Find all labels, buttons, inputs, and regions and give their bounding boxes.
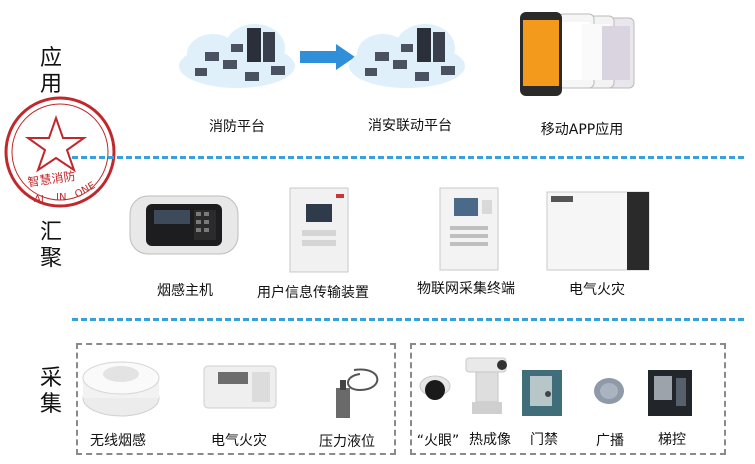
collect-caption-broadcast: 广播 [596, 433, 624, 449]
collection-group-right [410, 343, 726, 455]
iot-terminal-icon [439, 187, 499, 271]
layer-label-collection: 采集 [39, 366, 62, 417]
seal-text-one: ONE [73, 180, 97, 200]
layer-label-aggregation: 汇聚 [39, 220, 62, 271]
layer-label-application: 应用 [39, 46, 62, 97]
seal-stamp: 智慧消防 AI IN ONE [4, 96, 116, 208]
fire-platform-cloud-icon [179, 24, 295, 88]
mobile-phones-icon [520, 12, 635, 96]
broadcast-speaker-icon [594, 378, 624, 404]
seal-text-ai: AI [34, 194, 44, 205]
collection-group-left [76, 343, 396, 455]
seal-text-in: IN [56, 192, 66, 203]
collect-caption-fire-eye: “火眼” [416, 433, 460, 449]
thermal-camera-icon [465, 357, 507, 414]
dome-camera-icon [419, 375, 451, 400]
arrow-right-icon [300, 44, 355, 70]
collect-caption-electrical-fire: 电气火灾 [211, 433, 267, 449]
electrical-fire-device-icon [546, 191, 650, 271]
agg-caption-user-info-device: 用户信息传输装置 [257, 285, 369, 301]
smoke-host-icon [129, 195, 239, 255]
collect-caption-wireless-smoke: 无线烟感 [90, 433, 146, 449]
collect-caption-thermal: 热成像 [469, 432, 511, 448]
user-info-device-icon [289, 187, 349, 273]
collect-caption-access: 门禁 [530, 432, 558, 448]
layer-divider-top [72, 156, 744, 159]
agg-caption-electrical-fire: 电气火灾 [569, 282, 625, 298]
elevator-control-icon [648, 370, 692, 416]
seal-text-main: 智慧消防 [27, 168, 77, 190]
access-control-icon [522, 370, 562, 416]
app-caption-mobile-app: 移动APP应用 [540, 122, 624, 138]
pressure-level-sensor-icon [336, 368, 379, 418]
layer-divider-bottom [72, 318, 744, 321]
linkage-platform-cloud-icon [349, 24, 465, 88]
electrical-fire-sensor-icon [203, 365, 277, 409]
agg-caption-iot-terminal: 物联网采集终端 [417, 281, 515, 297]
wireless-smoke-detector-icon [82, 361, 160, 417]
app-caption-linkage-platform: 消安联动平台 [368, 118, 452, 134]
app-caption-fire-platform: 消防平台 [209, 119, 265, 135]
agg-caption-smoke-host: 烟感主机 [157, 283, 213, 299]
collect-caption-pressure-level: 压力液位 [319, 434, 375, 450]
seal-star-icon [24, 114, 88, 173]
collect-caption-elevator: 梯控 [658, 432, 686, 448]
